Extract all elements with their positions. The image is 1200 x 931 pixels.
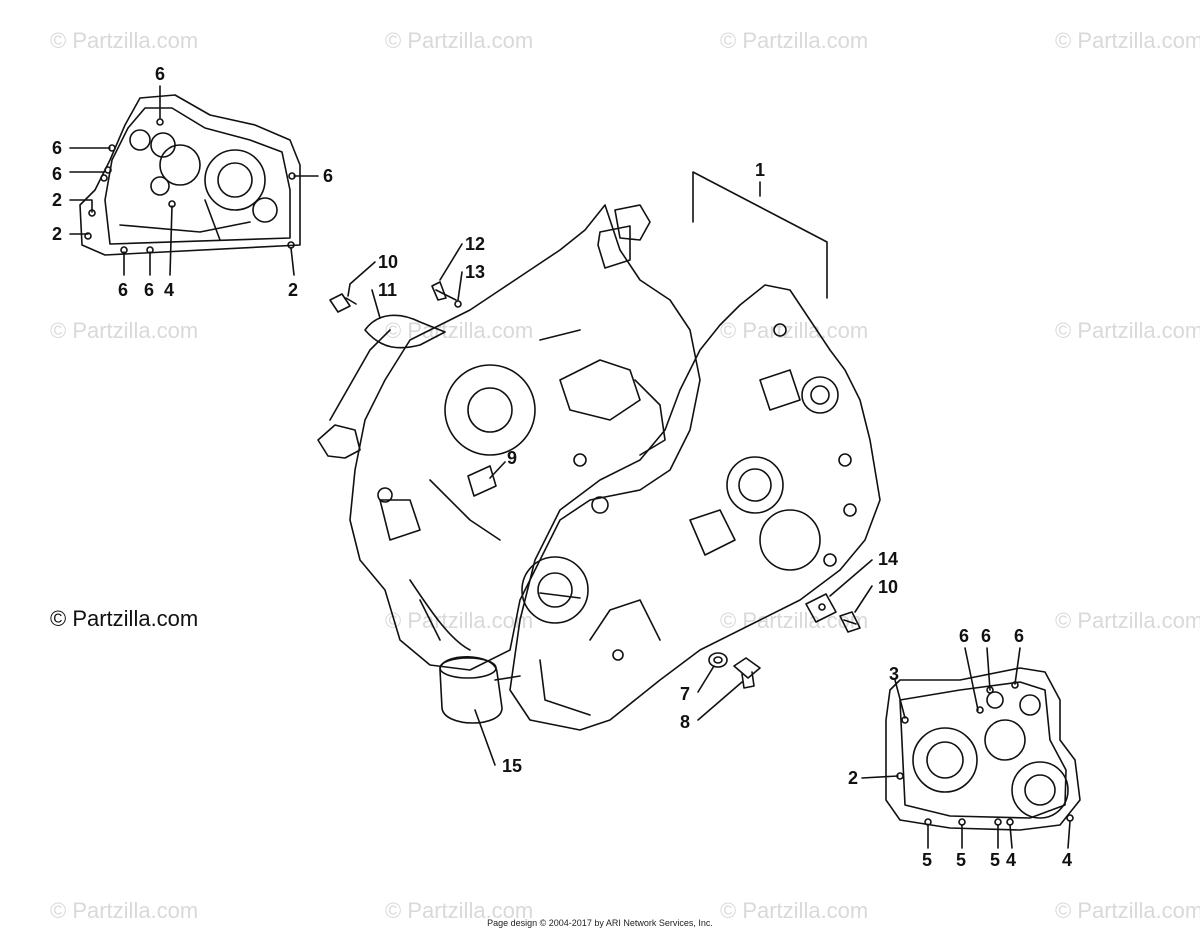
watermark: © Partzilla.com	[720, 318, 869, 343]
callout-7: 7	[680, 684, 690, 704]
callout-11: 11	[378, 280, 397, 300]
callout-9: 9	[507, 448, 517, 468]
callout-6: 6	[323, 166, 333, 186]
watermark: © Partzilla.com	[385, 898, 534, 923]
watermark: © Partzilla.com	[1055, 28, 1200, 53]
watermark: © Partzilla.com	[50, 898, 199, 923]
callout-6: 6	[981, 626, 991, 646]
callout-15: 15	[502, 756, 522, 776]
callout-6: 6	[959, 626, 969, 646]
callout-2: 2	[52, 224, 62, 244]
callout-6: 6	[1014, 626, 1024, 646]
callout-4: 4	[1062, 850, 1072, 870]
drain-plug-8	[733, 657, 761, 689]
callout-5: 5	[922, 850, 932, 870]
callout-5: 5	[990, 850, 1000, 870]
watermark: © Partzilla.com	[1055, 898, 1200, 923]
callout-leaders	[347, 171, 873, 766]
callout-10: 10	[378, 252, 398, 272]
watermark: © Partzilla.com	[385, 318, 534, 343]
callout-2: 2	[848, 768, 858, 788]
callout-6: 6	[155, 64, 165, 84]
watermark: © Partzilla.com	[385, 608, 534, 633]
callout-2: 2	[288, 280, 298, 300]
watermark: © Partzilla.com	[385, 28, 534, 53]
watermark: © Partzilla.com	[720, 28, 869, 53]
page-footer: Page design © 2004-2017 by ARI Network S…	[487, 918, 713, 928]
callout-4: 4	[1006, 850, 1016, 870]
right-case-inset	[861, 647, 1081, 849]
watermark: © Partzilla.com	[1055, 608, 1200, 633]
bolt-10-top	[329, 293, 357, 313]
callout-8: 8	[680, 712, 690, 732]
callout-10: 10	[878, 577, 898, 597]
left-case-inset	[69, 85, 319, 276]
callout-12: 12	[465, 234, 485, 254]
callout-2: 2	[52, 190, 62, 210]
crankcase-assembly	[317, 204, 881, 731]
callout-6: 6	[144, 280, 154, 300]
callout-3: 3	[889, 664, 899, 684]
callout-6: 6	[118, 280, 128, 300]
callout-4: 4	[164, 280, 174, 300]
watermark: © Partzilla.com	[720, 898, 869, 923]
callout-13: 13	[465, 262, 485, 282]
watermark: © Partzilla.com	[50, 28, 199, 53]
stud-12	[431, 281, 462, 308]
watermark: © Partzilla.com	[1055, 318, 1200, 343]
callout-14: 14	[878, 549, 898, 569]
washer-7	[708, 652, 728, 668]
copyright-brand: © Partzilla.com	[50, 606, 199, 631]
callout-5: 5	[956, 850, 966, 870]
gasket-14	[805, 593, 837, 623]
bolt-10-right	[839, 611, 861, 633]
callout-6: 6	[52, 138, 62, 158]
watermark: © Partzilla.com	[50, 318, 199, 343]
callout-6: 6	[52, 164, 62, 184]
callout-labels: 1 9 10 11 12 13 14 10 7 8 15 6 6 6 6 2 2…	[52, 64, 1072, 870]
callout-1: 1	[755, 160, 765, 180]
